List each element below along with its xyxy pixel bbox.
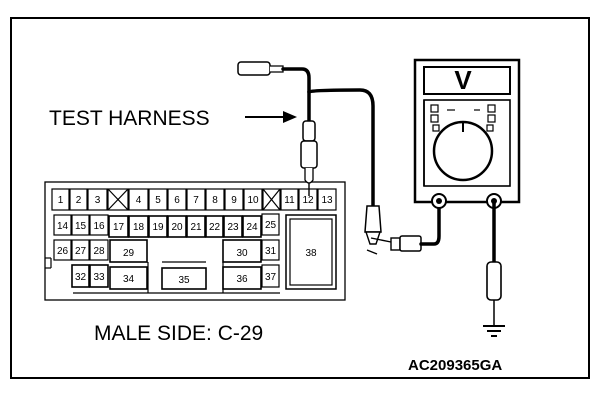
pin-label: 1 — [58, 195, 64, 206]
pin-label: 13 — [321, 195, 333, 206]
multimeter — [413, 58, 521, 326]
pin-label: 16 — [93, 221, 105, 232]
meter-display — [423, 66, 511, 95]
pin-label: 24 — [246, 222, 258, 233]
meter-probe-positive — [399, 235, 422, 252]
pin-label: 17 — [113, 222, 125, 233]
pin-label: 38 — [305, 248, 317, 259]
harness-wire — [281, 67, 311, 124]
pin-label: 6 — [174, 195, 180, 206]
pin-label: 23 — [227, 222, 239, 233]
test-harness-label: TEST HARNESS — [49, 107, 210, 130]
pin-label: 36 — [236, 274, 248, 285]
test-harness — [237, 61, 441, 255]
pin-label: 37 — [265, 272, 277, 283]
pin-label: 29 — [123, 248, 135, 259]
pin-label: 22 — [209, 222, 221, 233]
pin-label: 7 — [193, 195, 199, 206]
pin-label: 35 — [178, 275, 190, 286]
test-harness-pointer — [245, 111, 297, 123]
harness-probe — [302, 120, 316, 142]
pin-label: 32 — [75, 272, 87, 283]
blank-cavity — [107, 188, 129, 211]
pin-label: 9 — [231, 195, 237, 206]
meter-lead-positive — [419, 202, 441, 246]
connector-c29 — [44, 181, 346, 301]
figure-code: AC209365GA — [408, 357, 502, 374]
pin-label: 15 — [75, 221, 87, 232]
connector-body — [44, 181, 346, 301]
pin-label: 25 — [265, 220, 277, 231]
pin-label: 19 — [152, 222, 164, 233]
connector-side-label: MALE SIDE: C-29 — [94, 322, 263, 345]
pin-label: 3 — [95, 195, 101, 206]
harness-clip — [364, 205, 382, 233]
pin-label: 34 — [123, 274, 135, 285]
pin-label: 8 — [212, 195, 218, 206]
pin-label: 2 — [76, 195, 82, 206]
pin-label: 30 — [236, 248, 248, 259]
pin-label: 26 — [57, 246, 69, 257]
ground-icon — [483, 325, 505, 337]
pin-label: 20 — [171, 222, 183, 233]
pin-labels: 1 2 3 4 5 6 7 8 9 10 11 12 13 14 15 16 1… — [57, 195, 333, 286]
pin-label: 18 — [133, 222, 145, 233]
meter-probe-negative — [486, 261, 502, 301]
pin-label: 10 — [247, 195, 259, 206]
harness-plug — [237, 61, 271, 76]
pin-label: 4 — [136, 195, 142, 206]
pin-label: 33 — [93, 272, 105, 283]
pin-label: 31 — [265, 246, 277, 257]
harness-wire — [307, 88, 375, 207]
meter-mode-label: V — [454, 65, 472, 95]
pin-label: 12 — [302, 195, 314, 206]
pin-label: 5 — [155, 195, 161, 206]
pin-label: 28 — [93, 246, 105, 257]
pin-label: 21 — [190, 222, 202, 233]
blank-cavity — [262, 188, 281, 211]
pin-label: 27 — [75, 246, 87, 257]
pin-label: 14 — [57, 221, 69, 232]
pin-label: 11 — [284, 195, 295, 206]
